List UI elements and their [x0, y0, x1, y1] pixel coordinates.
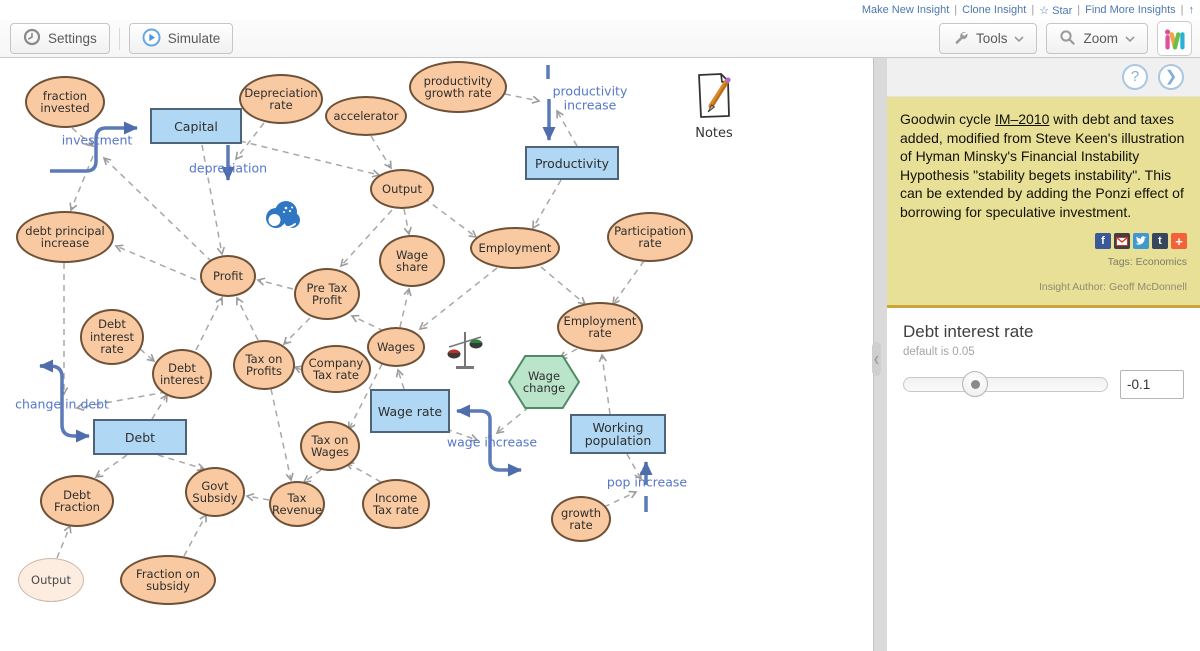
description-pre: Goodwin cycle — [900, 111, 995, 127]
node-wage-rate[interactable]: Wage rate — [370, 389, 450, 433]
node-company-tax-rate[interactable]: Company Tax rate — [301, 345, 371, 393]
notes-icon[interactable] — [694, 72, 736, 125]
settings-button[interactable]: Settings — [10, 23, 110, 54]
link-separator: | — [1180, 4, 1184, 16]
slider-value-input[interactable] — [1120, 370, 1184, 399]
simulate-button[interactable]: Simulate — [128, 23, 234, 54]
balance-scales-icon — [445, 326, 485, 377]
info-panel: ? ❯ Goodwin cycle IM–2010 with debt and … — [887, 58, 1200, 651]
slider-handle-dot — [970, 379, 980, 389]
node-wages[interactable]: Wages — [367, 327, 425, 367]
im-2010-link[interactable]: IM–2010 — [994, 111, 1050, 127]
top-link[interactable]: Clone Insight — [962, 4, 1027, 16]
insight-maker-logo[interactable] — [1157, 21, 1192, 56]
panel-collapse-handle[interactable]: ❮ — [872, 342, 881, 376]
main-toolbar: Settings Simulate Tools — [0, 20, 1200, 58]
slider-handle[interactable] — [962, 371, 989, 397]
clock-icon — [23, 28, 41, 49]
node-capital[interactable]: Capital — [150, 108, 242, 144]
node-employment-rate[interactable]: Employment rate — [557, 302, 643, 352]
node-debt-fraction[interactable]: Debt Fraction — [40, 475, 114, 527]
slider-section: Debt interest rate default is 0.05 — [887, 308, 1200, 413]
link-separator: | — [1077, 4, 1081, 16]
wrench-icon — [952, 29, 969, 49]
chevron-down-icon — [1014, 31, 1025, 46]
flow-label-wage-increase[interactable]: wage increase — [446, 434, 538, 450]
cloud-icon — [261, 199, 303, 236]
toolbar-divider — [118, 27, 120, 50]
collapse-panel-button[interactable]: ❯ — [1158, 64, 1184, 90]
zoom-label: Zoom — [1083, 31, 1118, 46]
top-link[interactable]: ↑ — [1188, 4, 1195, 16]
tumblr-share-icon[interactable]: t — [1152, 233, 1168, 249]
node-productivity[interactable]: Productivity — [525, 146, 619, 180]
notes-label: Notes — [695, 126, 733, 141]
debt-interest-rate-slider[interactable] — [903, 371, 1108, 397]
node-debt[interactable]: Debt — [93, 419, 187, 455]
node-employment[interactable]: Employment — [470, 227, 560, 269]
top-link[interactable]: ☆ Star — [1039, 4, 1073, 17]
node-pre-tax-profit[interactable]: Pre Tax Profit — [294, 268, 360, 320]
insight-description: Goodwin cycle IM–2010 with debt and taxe… — [900, 110, 1187, 221]
node-wage-share[interactable]: Wage share — [379, 235, 445, 287]
node-depreciation-rate[interactable]: Depreciation rate — [239, 74, 323, 124]
node-debt-interest[interactable]: Debt interest — [152, 349, 212, 399]
zoom-button[interactable]: Zoom — [1046, 23, 1148, 54]
panel-splitter: ❮ — [872, 58, 887, 651]
flow-label-pop-increase[interactable]: pop increase — [606, 474, 688, 490]
node-tax-on-profits[interactable]: Tax on Profits — [233, 340, 295, 390]
node-tax-on-wages[interactable]: Tax on Wages — [300, 421, 360, 471]
slider-title: Debt interest rate — [903, 322, 1034, 341]
tools-button[interactable]: Tools — [938, 23, 1038, 54]
link-separator: | — [1031, 4, 1035, 16]
tools-label: Tools — [975, 31, 1008, 46]
node-output[interactable]: Output — [370, 169, 434, 209]
node-profit[interactable]: Profit — [200, 255, 256, 297]
node-wage-change[interactable]: Wage change — [508, 355, 580, 409]
flow-label-productivity-increase[interactable]: productivity increase — [552, 83, 628, 112]
node-debt-interest-rate[interactable]: Debt interest rate — [80, 309, 144, 365]
play-icon — [142, 28, 161, 50]
node-accelerator[interactable]: accelerator — [325, 96, 407, 136]
chevron-down-icon — [1125, 31, 1135, 46]
magnifier-icon — [1059, 29, 1076, 49]
node-govt-subsidy[interactable]: Govt Subsidy — [185, 467, 245, 517]
node-working-population[interactable]: Working population — [570, 414, 666, 454]
node-productivity-growth-rate[interactable]: productivity growth rate — [409, 61, 507, 113]
link-separator: | — [954, 4, 958, 16]
node-tax-revenue[interactable]: Tax Revenue — [269, 481, 325, 527]
tags-label: Tags: Economics — [1107, 256, 1187, 268]
diagram-edges — [39, 65, 653, 559]
share-plus-icon[interactable]: + — [1171, 233, 1187, 249]
top-links-bar: Make New Insight | Clone Insight | ☆ Star | Fi… — [0, 0, 1200, 20]
top-link[interactable]: Make New Insight — [861, 4, 950, 16]
social-share-row: f t + — [900, 233, 1187, 249]
simulate-label: Simulate — [167, 31, 221, 46]
node-income-tax-rate[interactable]: Income Tax rate — [362, 479, 430, 529]
node-output-ghost[interactable]: Output — [18, 558, 84, 602]
node-growth-rate[interactable]: growth rate — [551, 496, 611, 542]
flow-label-depreciation[interactable]: depreciation — [188, 160, 268, 176]
email-share-icon[interactable] — [1114, 233, 1130, 249]
node-fraction-invested[interactable]: fraction invested — [25, 76, 105, 128]
help-button[interactable]: ? — [1122, 64, 1148, 90]
twitter-share-icon[interactable] — [1133, 233, 1149, 249]
flow-label-change-in-debt[interactable]: change in debt — [15, 396, 109, 412]
facebook-share-icon[interactable]: f — [1095, 233, 1111, 249]
node-participation-rate[interactable]: Participation rate — [607, 212, 693, 262]
panel-header: ? ❯ — [887, 58, 1200, 97]
node-fraction-on-subsidy[interactable]: Fraction on subsidy — [120, 555, 216, 605]
top-link[interactable]: Find More Insights — [1085, 4, 1176, 16]
insight-author-label: Insight Author: Geoff McDonnell — [1038, 281, 1187, 293]
slider-default-label: default is 0.05 — [903, 346, 975, 358]
description-box: Goodwin cycle IM–2010 with debt and taxe… — [887, 97, 1200, 308]
description-post: with debt and taxes added, modified from… — [900, 111, 1185, 220]
settings-label: Settings — [48, 31, 97, 46]
node-debt-principal-increase[interactable]: debt principal increase — [16, 211, 114, 263]
flow-label-investment[interactable]: investment — [61, 132, 133, 148]
